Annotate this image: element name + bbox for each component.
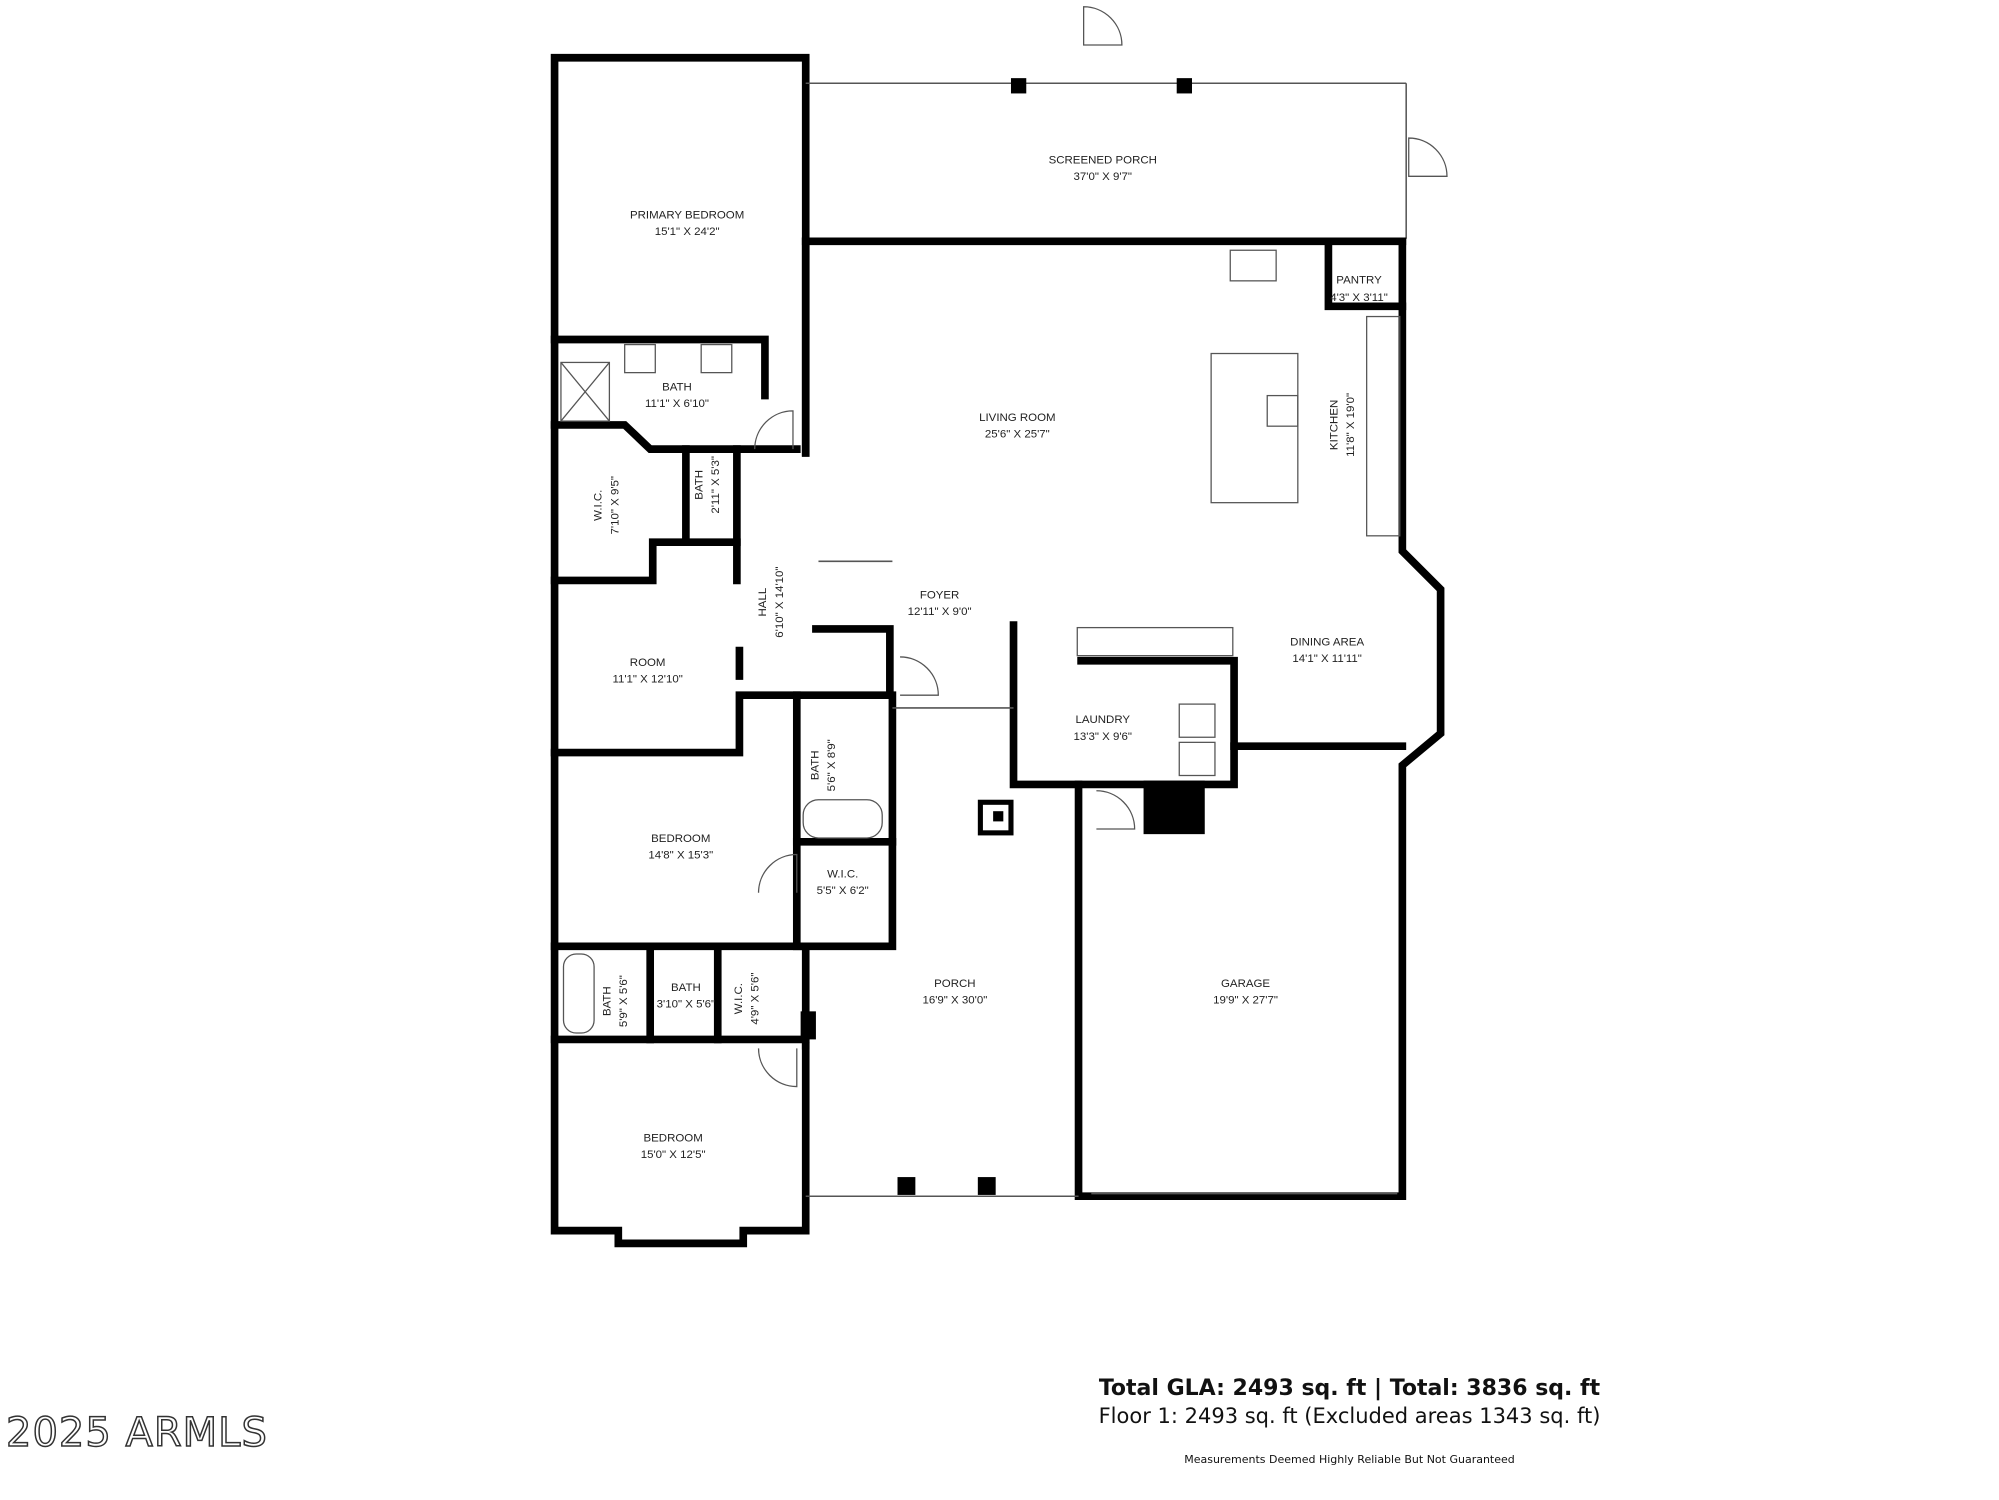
svg-text:5'6" X 8'9": 5'6" X 8'9" (826, 739, 838, 791)
svg-text:2'11" X 5'3": 2'11" X 5'3" (710, 456, 722, 514)
room-room: ROOM 11'1" X 12'10" (612, 657, 682, 686)
svg-text:ROOM: ROOM (630, 657, 666, 669)
svg-text:37'0" X 9'7": 37'0" X 9'7" (1074, 171, 1132, 183)
room-hall: HALL 6'10" X 14'10" (757, 567, 786, 638)
svg-text:14'8" X 15'3": 14'8" X 15'3" (648, 849, 713, 861)
svg-text:GARAGE: GARAGE (1221, 978, 1270, 990)
svg-text:PANTRY: PANTRY (1336, 274, 1382, 286)
svg-text:DINING AREA: DINING AREA (1290, 636, 1364, 648)
room-wic-2: W.I.C. 5'5" X 6'2" (817, 868, 869, 897)
svg-text:W.I.C.: W.I.C. (733, 983, 745, 1014)
svg-text:BATH: BATH (809, 750, 821, 780)
svg-text:11'1" X 6'10": 11'1" X 6'10" (645, 398, 709, 410)
svg-text:BEDROOM: BEDROOM (643, 1132, 702, 1144)
svg-text:4'9" X 5'6": 4'9" X 5'6" (750, 973, 762, 1025)
room-bath-small: BATH 2'11" X 5'3" (693, 456, 722, 514)
total-area: Total GLA: 2493 sq. ft | Total: 3836 sq.… (1098, 1376, 1601, 1401)
svg-text:LAUNDRY: LAUNDRY (1075, 714, 1130, 726)
svg-text:BATH: BATH (662, 381, 692, 393)
room-porch: PORCH 16'9" X 30'0" (922, 978, 987, 1007)
room-kitchen: KITCHEN 11'8" X 19'0" (1328, 393, 1357, 457)
svg-text:15'1" X 24'2": 15'1" X 24'2" (655, 226, 720, 238)
room-labels: SCREENED PORCH 37'0" X 9'7" PRIMARY BEDRO… (593, 155, 1388, 1161)
svg-text:PRIMARY BEDROOM: PRIMARY BEDROOM (630, 209, 744, 221)
svg-text:BATH: BATH (602, 986, 614, 1016)
svg-text:15'0" X 12'5": 15'0" X 12'5" (641, 1149, 706, 1161)
svg-text:25'6" X 25'7": 25'6" X 25'7" (985, 429, 1050, 441)
svg-text:11'1" X 12'10": 11'1" X 12'10" (612, 673, 682, 685)
svg-text:16'9" X 30'0": 16'9" X 30'0" (922, 995, 987, 1007)
svg-text:11'8" X 19'0": 11'8" X 19'0" (1345, 393, 1357, 457)
disclaimer: Measurements Deemed Highly Reliable But … (1184, 1453, 1515, 1466)
svg-text:PORCH: PORCH (934, 978, 975, 990)
svg-text:W.I.C.: W.I.C. (593, 490, 605, 521)
svg-text:SCREENED PORCH: SCREENED PORCH (1049, 155, 1157, 167)
watermark: 2025 ARMLS (5, 1409, 268, 1457)
svg-text:4'3" X 3'11": 4'3" X 3'11" (1330, 292, 1388, 304)
room-wic-3: W.I.C. 4'9" X 5'6" (733, 973, 762, 1025)
floor-area: Floor 1: 2493 sq. ft (Excluded areas 134… (1098, 1404, 1601, 1428)
room-bath-4: BATH 3'10" X 5'6" (657, 982, 715, 1011)
room-wic-primary: W.I.C. 7'10" X 9'5" (593, 476, 622, 534)
svg-text:14'1" X 11'11": 14'1" X 11'11" (1292, 653, 1362, 665)
room-pantry: PANTRY 4'3" X 3'11" (1330, 274, 1388, 304)
svg-text:6'10" X 14'10": 6'10" X 14'10" (774, 567, 786, 638)
svg-text:BEDROOM: BEDROOM (651, 833, 710, 845)
svg-text:19'9" X 27'7": 19'9" X 27'7" (1213, 995, 1278, 1007)
svg-text:LIVING ROOM: LIVING ROOM (979, 412, 1055, 424)
svg-text:7'10" X 9'5": 7'10" X 9'5" (609, 476, 621, 534)
svg-text:12'11" X 9'0": 12'11" X 9'0" (908, 606, 972, 618)
svg-text:HALL: HALL (757, 588, 769, 617)
svg-text:5'9" X 5'6": 5'9" X 5'6" (618, 975, 630, 1027)
room-bath-hall: BATH 5'6" X 8'9" (809, 739, 838, 791)
fixtures (560, 6, 1448, 1088)
room-living: LIVING ROOM 25'6" X 25'7" (979, 412, 1055, 441)
svg-text:BATH: BATH (693, 470, 705, 500)
svg-text:KITCHEN: KITCHEN (1328, 400, 1340, 450)
room-laundry: LAUNDRY 13'3" X 9'6" (1074, 714, 1132, 743)
room-bath-3: BATH 5'9" X 5'6" (602, 975, 631, 1027)
room-primary-bedroom: PRIMARY BEDROOM 15'1" X 24'2" (630, 209, 744, 238)
room-bedroom-2: BEDROOM 14'8" X 15'3" (648, 833, 713, 862)
svg-text:BATH: BATH (671, 982, 701, 994)
svg-text:13'3" X 9'6": 13'3" X 9'6" (1074, 731, 1132, 743)
svg-text:W.I.C.: W.I.C. (827, 868, 858, 880)
room-bedroom-3: BEDROOM 15'0" X 12'5" (641, 1132, 706, 1161)
svg-text:FOYER: FOYER (920, 589, 960, 601)
svg-text:5'5" X 6'2": 5'5" X 6'2" (817, 885, 869, 897)
svg-text:3'10" X 5'6": 3'10" X 5'6" (657, 999, 715, 1011)
room-foyer: FOYER 12'11" X 9'0" (908, 589, 972, 618)
room-garage: GARAGE 19'9" X 27'7" (1213, 978, 1278, 1007)
room-primary-bath: BATH 11'1" X 6'10" (645, 381, 709, 410)
room-dining: DINING AREA 14'1" X 11'11" (1290, 636, 1364, 665)
room-screened-porch: SCREENED PORCH 37'0" X 9'7" (1049, 155, 1157, 184)
